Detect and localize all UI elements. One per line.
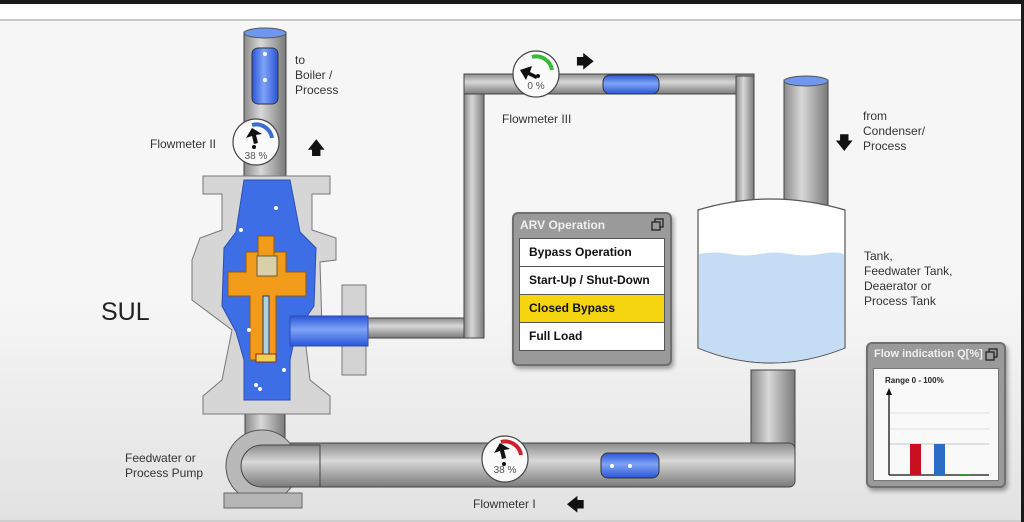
bottom-divider	[0, 520, 1021, 522]
arv-valve	[191, 175, 369, 415]
flowmeter-iii-value: 0 %	[527, 81, 545, 92]
arrow-up-icon: 🡅	[307, 138, 326, 158]
arv-operation-menu: Bypass Operation Start-Up / Shut-Down Cl…	[519, 238, 665, 351]
flow-chart: Range 0 - 100%	[873, 368, 999, 481]
flow-bar-chart	[886, 388, 989, 476]
menu-item-full-load[interactable]: Full Load	[529, 329, 583, 343]
flowmeter-ii-gauge[interactable]	[232, 118, 280, 166]
flowmeter-ii-value: 38 %	[244, 151, 268, 162]
flowmeter-iii-gauge[interactable]	[512, 50, 560, 98]
restore-window-icon[interactable]	[651, 218, 664, 231]
arv-panel-title: ARV Operation	[520, 218, 606, 232]
flow-indication-panel: Flow indication Q[%] Range 0 - 100%	[866, 342, 1006, 488]
restore-window-icon[interactable]	[985, 348, 998, 361]
page-title: SUL	[101, 298, 150, 326]
flowmeter-i-label: Flowmeter I	[473, 497, 536, 511]
arv-operation-panel: ARV Operation Bypass Operation Start-Up …	[512, 212, 672, 366]
tank	[697, 198, 846, 364]
arrow-right-icon: 🡆	[576, 52, 595, 72]
flowmeter-i-value: 38 %	[493, 465, 517, 476]
to-boiler-label: to Boiler / Process	[295, 53, 339, 97]
flowmeter-iii-label: Flowmeter III	[502, 112, 572, 126]
arrow-down-icon: 🡇	[835, 133, 854, 153]
condenser-pipe	[783, 75, 829, 211]
from-condenser-label: from Condenser/ Process	[863, 109, 926, 153]
menu-item-closed-bypass[interactable]: Closed Bypass	[520, 295, 664, 323]
pump	[223, 411, 321, 509]
pump-label: Feedwater or Process Pump	[125, 451, 204, 480]
top-bar	[0, 4, 1021, 21]
flowmeter-i-gauge[interactable]	[481, 435, 529, 483]
arrow-left-icon: 🡄	[566, 495, 585, 515]
tank-label: Tank, Feedwater Tank, Deaerator or Proce…	[864, 249, 953, 308]
flow-panel-title: Flow indication Q[%]	[874, 348, 983, 360]
flowmeter-ii-label: Flowmeter II	[150, 137, 217, 151]
chart-range-label: Range 0 - 100%	[885, 376, 944, 385]
menu-item-bypass-operation[interactable]: Bypass Operation	[520, 239, 664, 267]
menu-item-startup-shutdown[interactable]: Start-Up / Shut-Down	[520, 267, 664, 295]
